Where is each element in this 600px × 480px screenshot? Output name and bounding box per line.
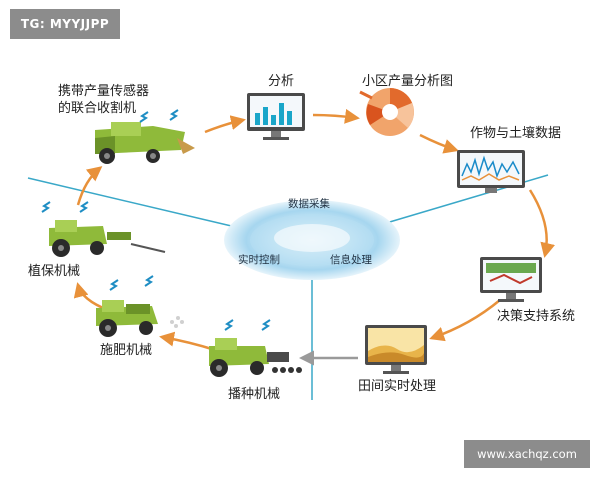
- label-yield-map: 小区产量分析图: [362, 74, 454, 89]
- label-field-processing: 田间实时处理: [358, 379, 437, 394]
- signal-icon: [139, 109, 179, 123]
- hub-label-realtime-control: 实时控制: [238, 254, 280, 266]
- signal-icon: [41, 201, 89, 213]
- label-analysis: 分析: [268, 74, 295, 89]
- arrow-seeding-to-fertilizing: [159, 331, 216, 352]
- label-plant-protection: 植保机械: [28, 264, 81, 279]
- crop-soil-monitor-icon: [457, 150, 525, 193]
- watermark-top-badge: TG: MYYJJPP: [10, 9, 120, 39]
- arrow-harvester-to-analysis: [204, 115, 246, 134]
- plant-protection-tractor-icon: [49, 220, 166, 257]
- arrow-cropdata-to-decision: [528, 189, 556, 258]
- arrow-yieldmap-to-cropdata: [419, 133, 459, 154]
- arrow-protection-to-harvester: [76, 166, 103, 206]
- data-hub: [224, 200, 400, 280]
- yield-map-pie-icon: [359, 88, 414, 136]
- field-processing-monitor-icon: [365, 325, 427, 374]
- label-harvester-line1: 携带产量传感器: [58, 84, 150, 99]
- label-seeding-machinery: 播种机械: [228, 387, 281, 402]
- arrow-decision-to-field: [429, 299, 501, 342]
- watermark-bottom-badge: www.xachqz.com: [464, 440, 590, 468]
- label-fertilizing-machinery: 施肥机械: [100, 343, 153, 358]
- label-harvester-line2: 的联合收割机: [58, 101, 137, 116]
- seeding-tractor-icon: [209, 338, 302, 377]
- decision-monitor-icon: [480, 257, 542, 302]
- fertilizing-tractor-icon: [96, 300, 184, 337]
- hub-label-data-collection: 数据采集: [288, 198, 330, 210]
- arrow-analysis-to-yieldmap: [312, 108, 360, 124]
- analysis-monitor-icon: [247, 93, 305, 140]
- signal-icon: [109, 275, 154, 291]
- label-crop-soil-data: 作物与土壤数据: [470, 126, 562, 141]
- label-decision-support: 决策支持系统: [497, 309, 576, 324]
- hub-label-info-processing: 信息处理: [330, 254, 372, 266]
- signal-icon: [224, 319, 271, 331]
- harvester-tractor-icon: [95, 122, 195, 164]
